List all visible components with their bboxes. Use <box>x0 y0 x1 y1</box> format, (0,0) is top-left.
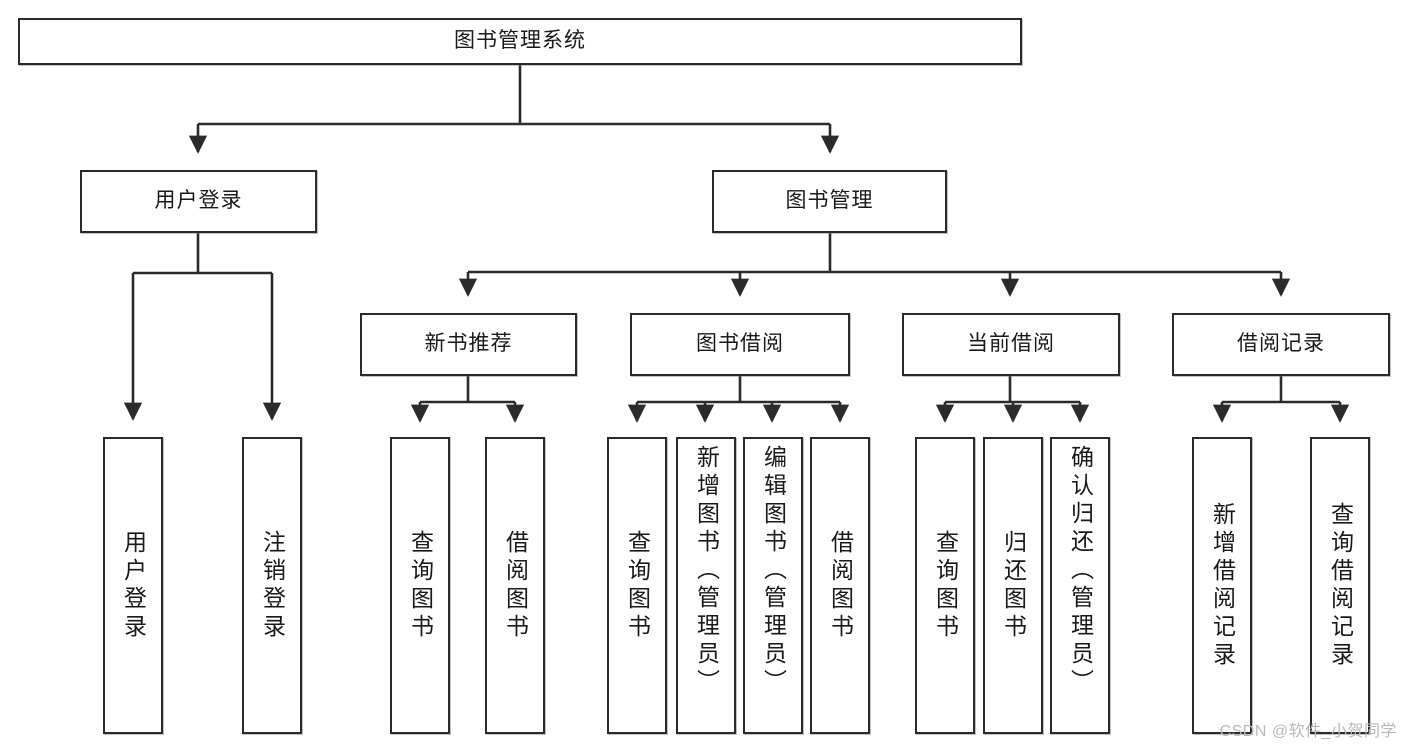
node-leaf-confirm-return[interactable]: 确认归还（管理员） <box>1050 437 1110 734</box>
node-current-borrow-label: 当前借阅 <box>967 332 1055 356</box>
node-user-login[interactable]: 用户登录 <box>80 170 317 233</box>
node-leaf-user-logout-label: 注销登录 <box>259 529 286 642</box>
node-leaf-query-book-1-label: 查询图书 <box>407 529 434 642</box>
node-leaf-query-book-2[interactable]: 查询图书 <box>607 437 667 734</box>
node-leaf-query-record[interactable]: 查询借阅记录 <box>1310 437 1370 734</box>
node-leaf-borrow-book-2-label: 借阅图书 <box>827 529 854 642</box>
node-leaf-query-book-2-label: 查询图书 <box>624 529 651 642</box>
node-new-book-rec-label: 新书推荐 <box>424 332 513 356</box>
node-leaf-edit-book-label: 编辑图书（管理员） <box>760 445 787 697</box>
node-leaf-add-record[interactable]: 新增借阅记录 <box>1192 437 1252 734</box>
node-leaf-borrow-book-1-label: 借阅图书 <box>502 529 529 642</box>
node-leaf-query-book-3[interactable]: 查询图书 <box>915 437 975 734</box>
node-leaf-query-record-label: 查询借阅记录 <box>1327 501 1354 670</box>
node-leaf-user-logout[interactable]: 注销登录 <box>242 437 302 734</box>
node-leaf-add-book[interactable]: 新增图书（管理员） <box>676 437 736 734</box>
node-leaf-return-book[interactable]: 归还图书 <box>983 437 1043 734</box>
node-root[interactable]: 图书管理系统 <box>18 18 1022 65</box>
node-user-login-label: 用户登录 <box>154 189 243 213</box>
node-leaf-borrow-book-1[interactable]: 借阅图书 <box>485 437 545 734</box>
watermark-text: CSDN @软件_小贺同学 <box>1219 723 1397 740</box>
node-book-manage-label: 图书管理 <box>785 189 874 213</box>
node-leaf-return-book-label: 归还图书 <box>1000 529 1027 642</box>
node-borrow-record[interactable]: 借阅记录 <box>1172 313 1390 376</box>
node-leaf-borrow-book-2[interactable]: 借阅图书 <box>810 437 870 734</box>
node-leaf-query-book-1[interactable]: 查询图书 <box>390 437 450 734</box>
node-leaf-user-login[interactable]: 用户登录 <box>103 437 163 734</box>
node-leaf-user-login-label: 用户登录 <box>120 529 147 642</box>
node-root-label: 图书管理系统 <box>454 29 586 53</box>
node-leaf-confirm-return-label: 确认归还（管理员） <box>1067 445 1094 697</box>
node-book-borrow-label: 图书借阅 <box>696 332 784 356</box>
node-leaf-query-book-3-label: 查询图书 <box>932 529 959 642</box>
node-leaf-edit-book[interactable]: 编辑图书（管理员） <box>743 437 803 734</box>
node-new-book-rec[interactable]: 新书推荐 <box>360 313 577 376</box>
node-borrow-record-label: 借阅记录 <box>1237 332 1325 356</box>
node-book-manage[interactable]: 图书管理 <box>712 170 947 233</box>
node-leaf-add-book-label: 新增图书（管理员） <box>693 445 720 697</box>
node-leaf-add-record-label: 新增借阅记录 <box>1209 501 1236 670</box>
node-current-borrow[interactable]: 当前借阅 <box>902 313 1120 376</box>
node-book-borrow[interactable]: 图书借阅 <box>630 313 850 376</box>
